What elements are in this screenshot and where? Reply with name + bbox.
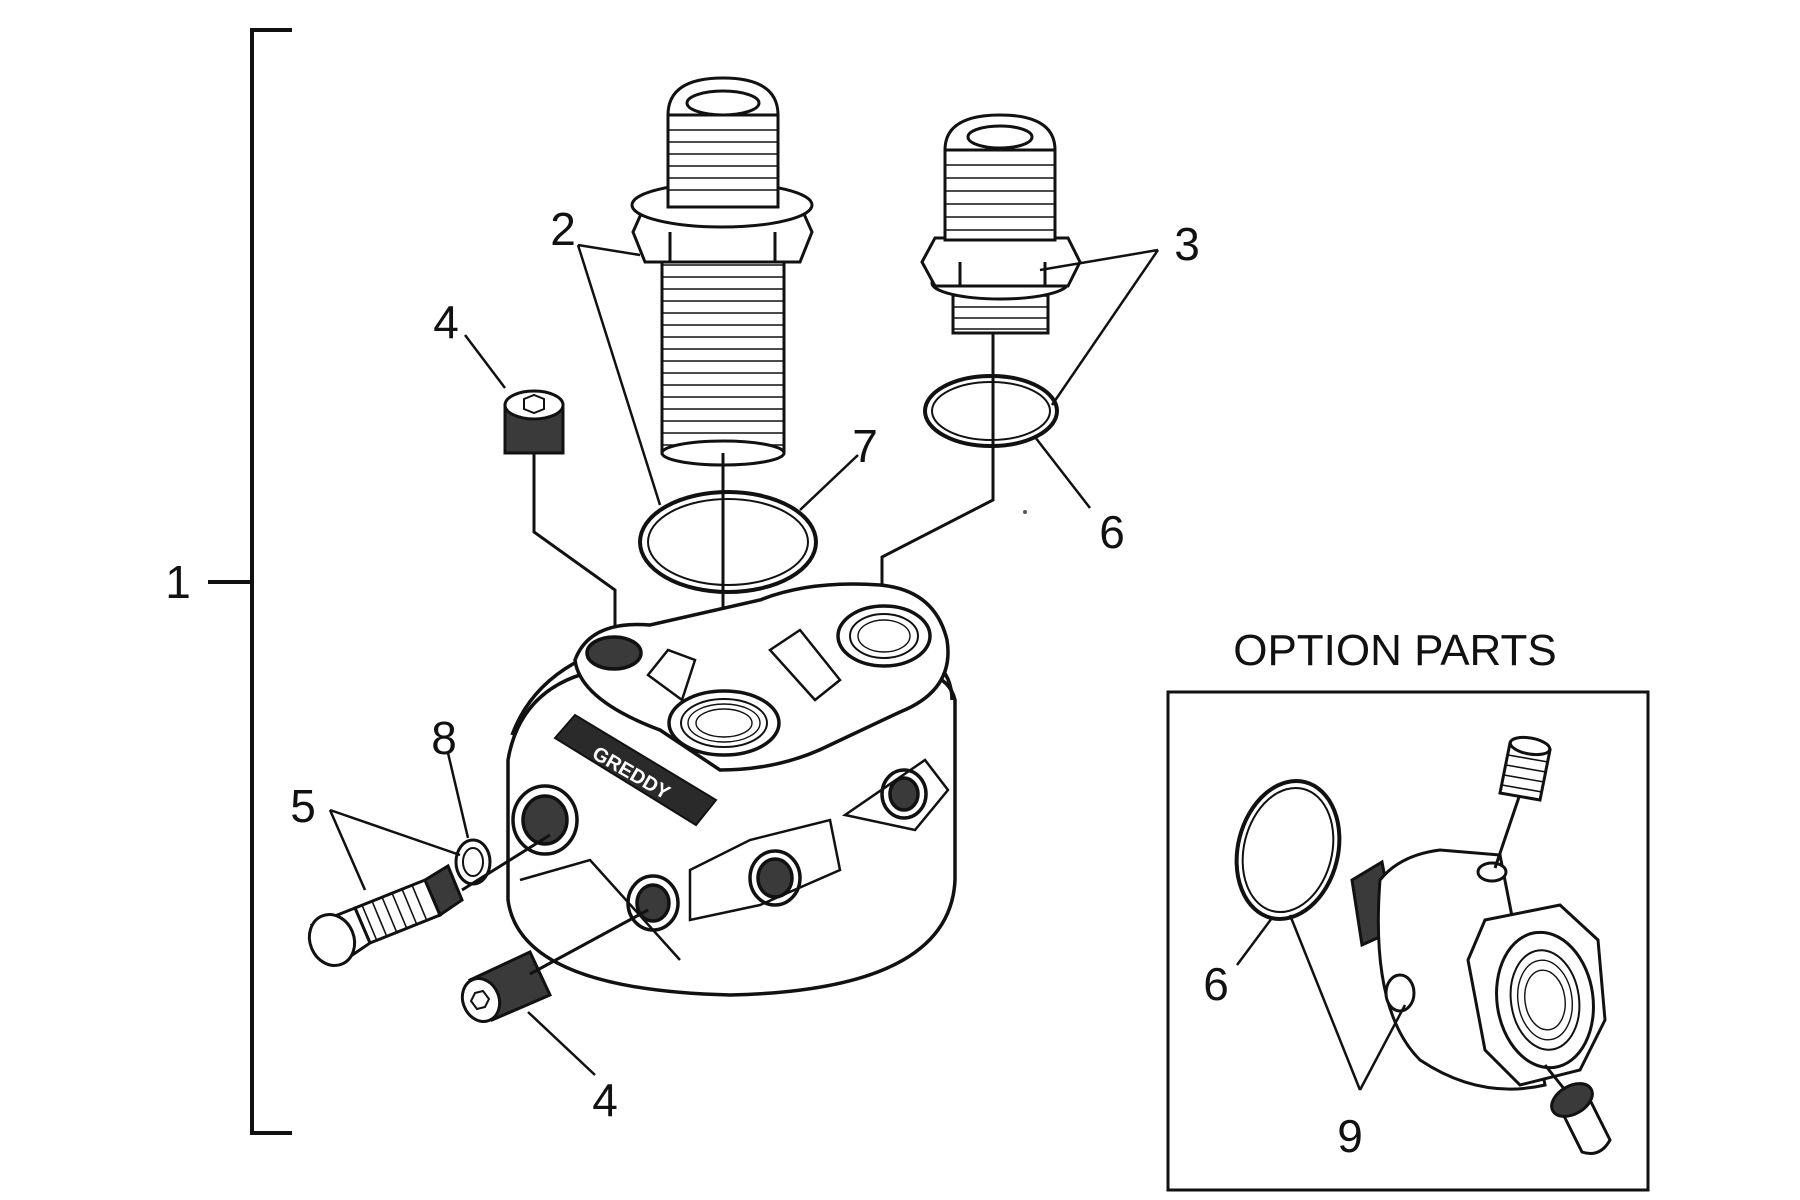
o-ring-7 [638, 490, 818, 594]
callout-4-bottom: 4 [592, 1074, 618, 1126]
assembly-bracket [208, 28, 292, 1135]
callout-3: 3 [1174, 218, 1200, 270]
callout-6-main: 6 [1099, 506, 1125, 558]
hex-socket-plug-bottom [460, 950, 553, 1023]
callout-8: 8 [431, 712, 457, 764]
hex-socket-plug-top [503, 389, 565, 455]
option-plug-bottom [1550, 1082, 1612, 1155]
callout-6-option: 6 [1203, 958, 1229, 1010]
callout-5: 5 [290, 780, 316, 832]
leader-lines [328, 243, 1160, 1076]
option-plug-top [1498, 735, 1552, 802]
threaded-fitting-small [920, 113, 1082, 335]
option-parts-title: OPTION PARTS [1233, 626, 1557, 675]
side-plug-with-washer [307, 863, 464, 967]
oil-filter-adapter-block [506, 582, 957, 997]
callout-2: 2 [550, 203, 576, 255]
callout-7: 7 [852, 420, 878, 472]
threaded-fitting-large [630, 76, 814, 467]
option-parts-box [1166, 690, 1650, 1192]
callout-1: 1 [165, 556, 191, 608]
callout-9: 9 [1337, 1110, 1363, 1162]
sensor-adapter-fitting [1350, 848, 1607, 1091]
callout-4-top: 4 [433, 296, 459, 348]
option-o-ring-6 [1234, 779, 1342, 921]
o-ring-6 [923, 374, 1059, 448]
option-leader-lines [1235, 914, 1407, 1091]
